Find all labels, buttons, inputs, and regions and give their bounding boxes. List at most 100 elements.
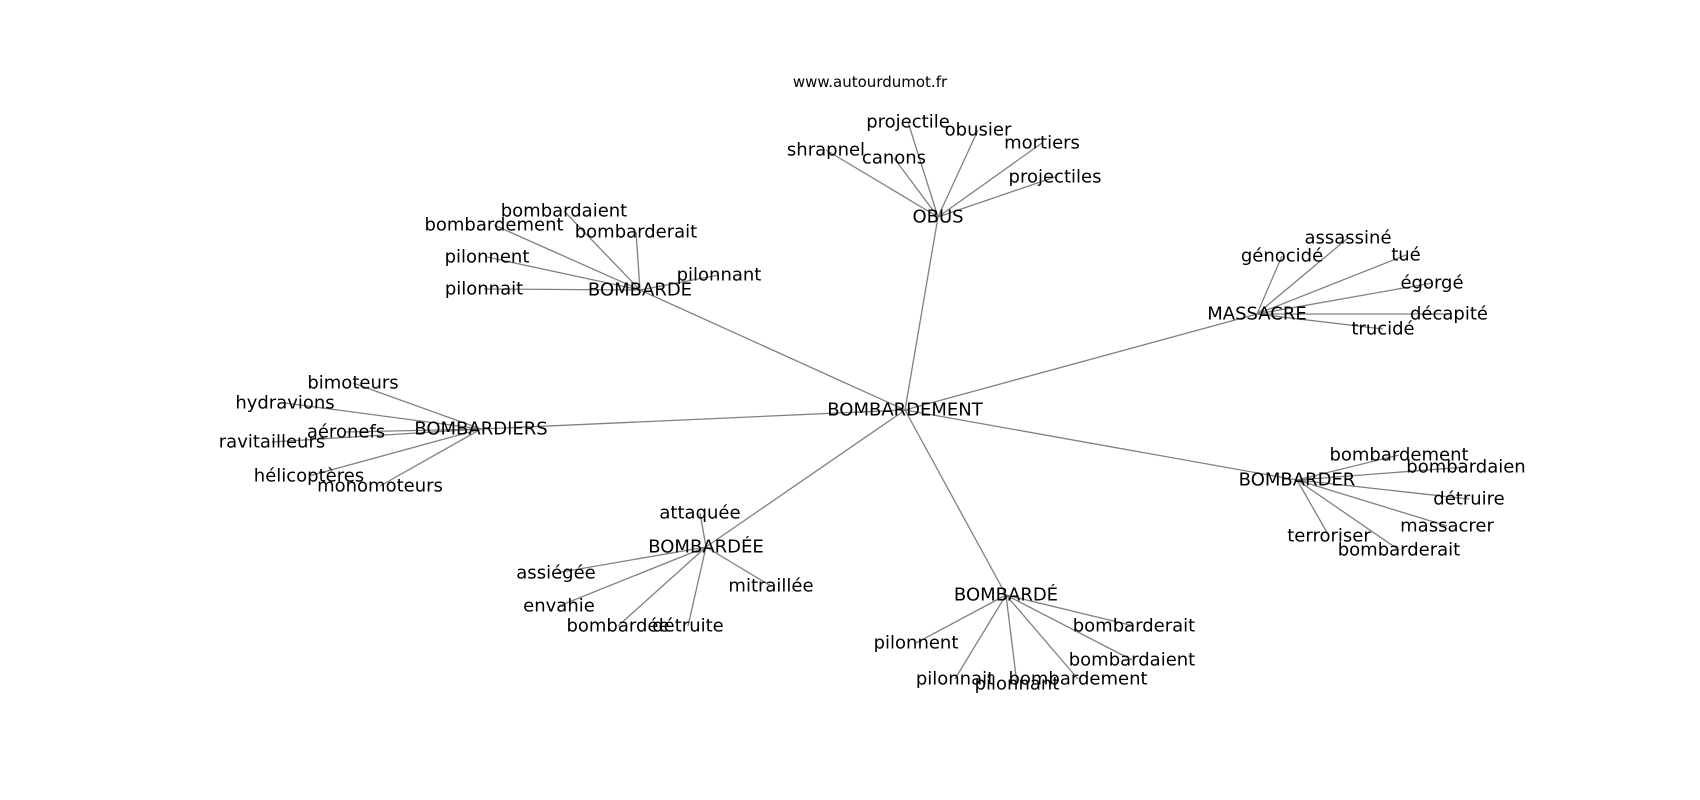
- node-projectiles: projectiles: [1009, 167, 1102, 188]
- edge-bombarder-bombarder-4: [1296, 479, 1448, 527]
- edge-obus-obus-6: [937, 176, 1056, 218]
- edge-bombarde-acc-bombarde-acc-5: [1005, 594, 1079, 680]
- node-canons: canons: [862, 148, 926, 169]
- edge-bombarde-bombarde-2: [493, 224, 641, 291]
- node-bombarderait: bombarderait: [575, 222, 698, 243]
- edge-bombarde-acc-bombarde-acc-6: [1005, 594, 1018, 685]
- node-bombardiers: BOMBARDIERS: [414, 419, 547, 440]
- node-detruite: détruite: [652, 616, 724, 637]
- node-bombardaient: bombardaient: [1069, 650, 1196, 671]
- edge-root-bombarde-acc: [904, 409, 1007, 596]
- edge-bombarder-bombarder-2: [1296, 466, 1467, 481]
- edge-bombardee-bombardee-1: [699, 512, 707, 548]
- edge-bombardee-bombardee-4: [558, 546, 707, 607]
- node-terroriser: terroriser: [1287, 526, 1371, 547]
- node-massacrer: massacrer: [1400, 516, 1494, 537]
- edge-bombarde-bombarde-3: [635, 231, 641, 291]
- node-pilonnent: pilonnent: [445, 247, 530, 268]
- edge-bombarde-acc-bombarde-acc-2: [915, 594, 1007, 644]
- node-bombardement: BOMBARDEMENT: [827, 400, 984, 421]
- node-bombardaient: bombardaient: [501, 201, 628, 222]
- node-obus: OBUS: [912, 207, 963, 228]
- edge-obus-obus-4: [825, 149, 939, 218]
- edge-bombarder-bombarder-6: [1296, 479, 1400, 551]
- node-bombardee: BOMBARDÉE: [648, 536, 764, 558]
- node-decapite: décapité: [1410, 304, 1488, 325]
- edge-bombardiers-bombardiers-2: [284, 402, 482, 430]
- graph-labels: www.autourdumot.fr BOMBARDEMENT OBUS proje…: [219, 73, 1526, 695]
- node-pilonnait: pilonnait: [916, 669, 994, 690]
- node-ravitailleurs: ravitailleurs: [219, 432, 325, 453]
- node-bombardee: bombardée: [566, 616, 669, 637]
- edge-obus-obus-5: [893, 157, 939, 218]
- edge-bombarde-bombarde-4: [486, 256, 641, 291]
- edge-bombarde-bombarde-6: [483, 288, 641, 291]
- edge-massacre-massacre-6: [1256, 313, 1384, 330]
- node-bombarderait: bombarderait: [1338, 540, 1461, 561]
- node-massacre: MASSACRE: [1207, 304, 1306, 325]
- edge-bombarder-bombarder-5: [1296, 479, 1330, 537]
- node-tue: tué: [1391, 245, 1421, 266]
- edge-bombardiers-bombardiers-3: [345, 428, 482, 433]
- node-shrapnel: shrapnel: [787, 140, 865, 161]
- node-egorge: égorgé: [1400, 273, 1463, 294]
- node-aeronefs: aéronefs: [307, 422, 385, 443]
- edge-massacre-massacre-3: [1256, 254, 1407, 315]
- node-mitraillee: mitraillée: [728, 576, 813, 597]
- node-hydravions: hydravions: [235, 393, 334, 414]
- node-detruire: détruire: [1433, 489, 1504, 510]
- node-pilonnait: pilonnait: [445, 279, 523, 300]
- edge-bombardiers-bombardiers-1: [352, 382, 482, 430]
- edge-bombardee-bombardee-3: [705, 546, 772, 587]
- node-pilonnant: pilonnant: [677, 265, 762, 286]
- edge-bombarde-bombarde-1: [563, 210, 641, 291]
- edge-massacre-massacre-1: [1256, 237, 1349, 315]
- node-projectile: projectile: [866, 112, 950, 133]
- node-bombarde: BOMBARDE: [588, 280, 692, 301]
- edge-bombardiers-bombardiers-4: [271, 428, 482, 443]
- edge-root-obus: [904, 216, 939, 411]
- edge-massacre-massacre-2: [1256, 255, 1283, 315]
- edge-root-bombardee: [705, 409, 906, 548]
- edge-bombarde-acc-bombarde-acc-4: [954, 594, 1007, 680]
- node-helicopteres: hélicoptères: [254, 466, 364, 487]
- node-pilonnant: pilonnant: [975, 674, 1060, 695]
- node-bombardaien: bombardaien: [1406, 457, 1525, 478]
- edge-massacre-massacre-4: [1256, 282, 1433, 315]
- edge-obus-obus-2: [937, 129, 979, 218]
- node-trucide: trucidé: [1351, 319, 1414, 340]
- edge-bombarder-bombarder-3: [1296, 479, 1470, 500]
- edge-root-bombarde: [639, 289, 906, 411]
- edge-bombardee-bombardee-5: [617, 546, 707, 627]
- node-assassine: assassiné: [1304, 228, 1391, 249]
- node-obusier: obusier: [945, 120, 1012, 141]
- edge-obus-obus-1: [907, 121, 939, 218]
- edge-bombarde-bombarde-5: [639, 274, 720, 291]
- node-bombardement: bombardement: [424, 215, 563, 236]
- edge-bombardee-bombardee-6: [687, 546, 707, 627]
- edge-root-bombardiers: [480, 409, 906, 430]
- edge-root-bombarder: [904, 409, 1298, 481]
- node-bombardement: bombardement: [1008, 669, 1147, 690]
- node-bombarderait: bombarderait: [1073, 616, 1196, 637]
- node-genocide: génocidé: [1241, 246, 1323, 267]
- node-mortiers: mortiers: [1004, 133, 1080, 154]
- edge-bombarde-acc-bombarde-acc-3: [1005, 594, 1133, 661]
- graph-edges: [271, 121, 1470, 685]
- edge-bombardiers-bombardiers-6: [379, 428, 482, 487]
- edge-obus-obus-3: [937, 142, 1043, 218]
- node-envahie: envahie: [523, 596, 595, 617]
- edge-bombarde-acc-bombarde-acc-1: [1005, 594, 1135, 627]
- node-bimoteurs: bimoteurs: [307, 373, 398, 394]
- edge-bombardiers-bombardiers-5: [308, 428, 482, 477]
- node-bombarde: BOMBARDÉ: [954, 584, 1058, 606]
- source-watermark: www.autourdumot.fr: [793, 73, 948, 91]
- node-assiegee: assiégée: [516, 563, 595, 584]
- edge-bombarder-bombarder-1: [1296, 454, 1400, 481]
- node-monomoteurs: monomoteurs: [317, 476, 443, 497]
- edge-root-massacre: [904, 313, 1258, 411]
- node-bombarder: BOMBARDER: [1239, 470, 1356, 491]
- edge-bombardee-bombardee-2: [555, 546, 707, 574]
- node-bombardement: bombardement: [1329, 445, 1468, 466]
